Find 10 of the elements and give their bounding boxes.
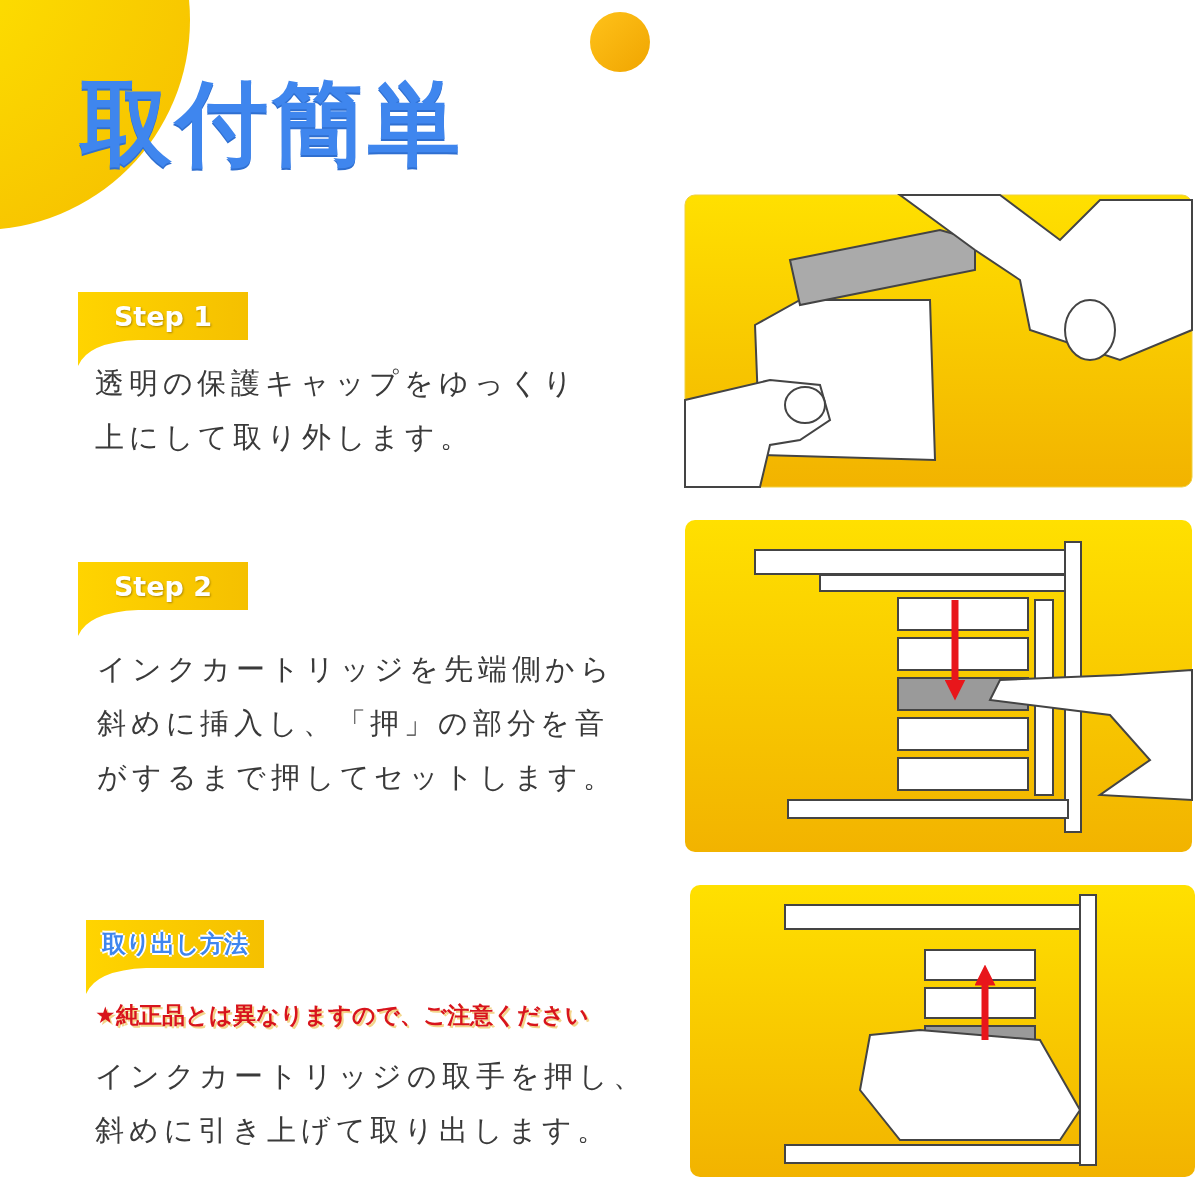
step-tag <box>86 920 264 994</box>
tag-label: Step 1 <box>112 299 214 334</box>
tag-label: 取り出し方法 <box>101 929 249 960</box>
step-tag <box>78 562 248 636</box>
warning-note: ★純正品とは異なりますので、ご注意ください <box>95 1001 589 1030</box>
instruction-text: インクカートリッジの取手を押し、斜めに引き上げて取り出します。 <box>95 1058 648 1149</box>
instruction-text: 透明の保護キャップをゆっくり上にして取り外します。 <box>95 365 580 456</box>
step-tag <box>78 292 248 366</box>
tag-label: Step 2 <box>112 569 214 604</box>
instruction-text: インクカートリッジを先端側から斜めに挿入し、「押」の部分を音がするまで押してセットします。 <box>97 651 618 796</box>
